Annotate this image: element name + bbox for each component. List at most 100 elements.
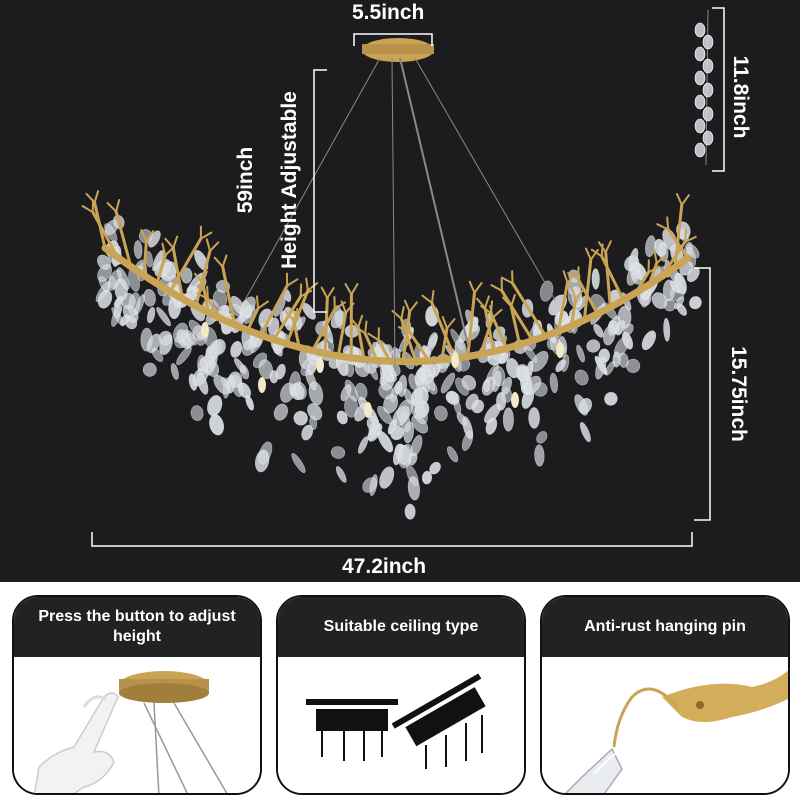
gold-twig <box>161 242 167 257</box>
gold-twig <box>576 277 599 315</box>
gold-twig <box>194 272 204 284</box>
gold-twig <box>81 205 94 214</box>
gold-hook-photo <box>542 657 788 793</box>
gold-twig <box>500 289 534 342</box>
crystal-drop <box>658 242 669 262</box>
gold-twig <box>489 300 494 315</box>
gold-twig <box>585 247 592 261</box>
crystal-drop <box>245 395 255 411</box>
feature-card-title: Suitable ceiling type <box>278 597 524 657</box>
crystal-drop <box>128 292 141 316</box>
crystal-drop <box>357 436 369 454</box>
crystal-drop <box>410 434 423 457</box>
gold-twig <box>446 318 456 330</box>
crystal-drop <box>403 421 415 444</box>
crystal-drop <box>146 333 161 354</box>
crystal-drop <box>397 444 412 469</box>
gold-twig <box>286 278 299 287</box>
light-bulb <box>511 392 519 408</box>
gold-twig <box>400 306 405 320</box>
gold-twig <box>491 308 503 319</box>
crystal-drop <box>461 374 477 391</box>
crystal-drop <box>603 325 616 346</box>
gold-twig <box>569 297 578 327</box>
crystal-drop <box>293 381 307 400</box>
gold-twig <box>556 281 569 333</box>
gold-twig <box>145 230 155 242</box>
gold-twig <box>364 320 368 335</box>
crystal-drop <box>663 317 671 342</box>
crystal-drop <box>156 306 171 327</box>
crystal-drop <box>162 261 177 280</box>
crystal-drop <box>702 82 714 98</box>
crystal-drop <box>335 466 347 483</box>
crystal-drop <box>258 359 274 380</box>
crystal-strand-sample <box>694 9 714 166</box>
gold-twig <box>194 249 212 309</box>
crystal-drop <box>434 405 448 422</box>
crystal-drop <box>209 414 225 436</box>
crystal-drop <box>403 388 414 405</box>
gold-twig <box>292 318 301 350</box>
gold-twig <box>115 199 121 213</box>
gold-twig <box>391 309 403 320</box>
gold-twig <box>320 286 329 300</box>
chain-length-label: 59inch <box>234 146 257 214</box>
crystal-drop <box>429 461 441 475</box>
crystal-drop <box>502 407 514 432</box>
gold-twig <box>140 229 148 242</box>
crystal-drop <box>423 369 436 391</box>
crystal-drop <box>97 289 113 309</box>
gold-twig <box>430 290 435 304</box>
gold-twig <box>675 192 683 206</box>
gold-twig <box>363 331 379 363</box>
crystal-drop <box>465 393 479 410</box>
crystal-drop <box>604 360 616 376</box>
gold-twig <box>480 305 492 315</box>
gold-twig <box>430 301 457 360</box>
gold-twig <box>246 306 260 333</box>
feature-card-ceiling: Suitable ceiling type <box>276 595 526 795</box>
crystal-drop <box>641 330 657 351</box>
gold-twig <box>257 300 269 310</box>
feature-card-title: Anti-rust hanging pin <box>542 597 788 657</box>
crystal-drop <box>188 319 206 339</box>
gold-twig <box>466 291 476 358</box>
light-bulb <box>258 377 266 393</box>
crystal-drop <box>549 372 559 394</box>
fixture-width-label: 47.2inch <box>342 555 427 578</box>
gold-twig <box>684 235 697 243</box>
gold-twig <box>168 237 203 294</box>
crystal-drop <box>694 118 706 134</box>
crystal-drop <box>344 395 359 418</box>
crystal-drop <box>142 362 157 377</box>
suspension-wire <box>391 57 396 371</box>
gold-twig <box>397 326 411 334</box>
crystal-drop <box>702 58 714 74</box>
crystal-drop <box>188 373 198 391</box>
crystal-drop <box>630 266 642 285</box>
gold-twig <box>574 288 585 301</box>
hand-adjust-canopy-photo <box>14 657 260 793</box>
canopy-width-line <box>353 33 433 46</box>
gold-twig <box>656 223 670 231</box>
gold-twig <box>306 282 319 292</box>
gold-twig <box>106 202 118 213</box>
crystal-drop <box>241 339 256 356</box>
gold-twig <box>155 253 167 286</box>
gold-twig <box>582 258 593 322</box>
crystal-drop <box>307 403 323 421</box>
gold-twig <box>484 295 490 309</box>
crystal-drop <box>379 466 395 489</box>
crystal-drop <box>615 320 626 336</box>
crystal-drop <box>239 296 256 318</box>
crystal-drop <box>143 288 156 307</box>
gold-twig <box>408 330 431 363</box>
crystal-drop <box>539 280 554 302</box>
gold-twig <box>483 306 496 353</box>
crystal-drop <box>336 410 348 425</box>
gold-twig <box>567 272 580 281</box>
feature-cards: Press the button to adjust height Suitab… <box>0 582 800 800</box>
gold-twig <box>566 272 577 284</box>
crystal-drop <box>674 272 687 295</box>
